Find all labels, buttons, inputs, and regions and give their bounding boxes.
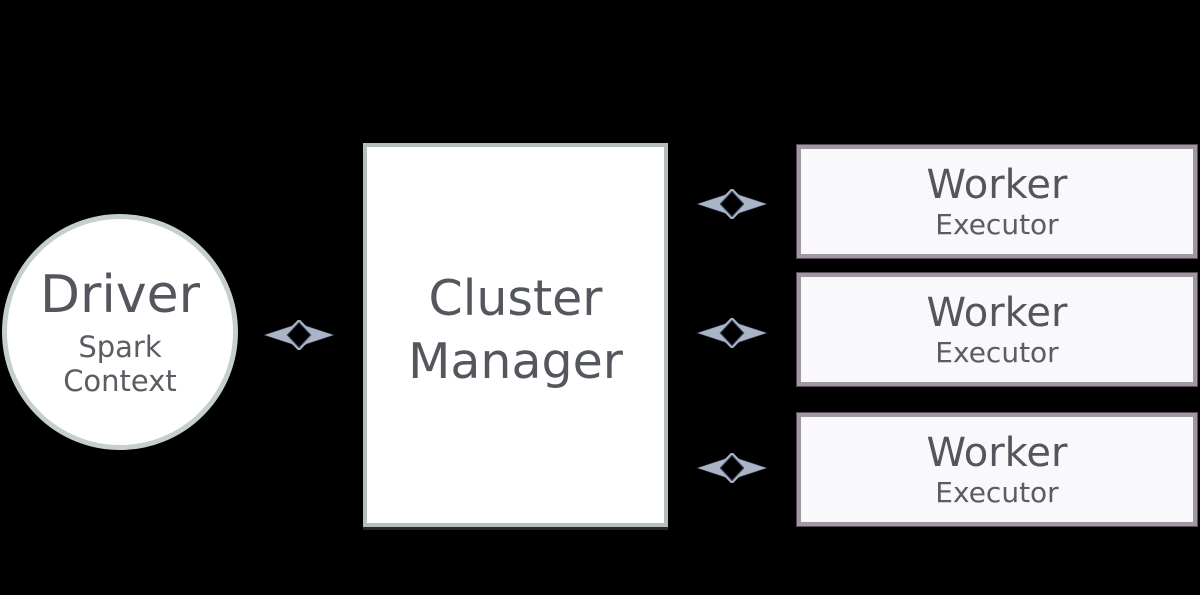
executor-label: Executor [935,207,1059,241]
worker-node-1: Worker Executor [797,145,1197,258]
bidirectional-arrow-icon [263,320,335,350]
worker-title: Worker [926,289,1068,336]
driver-title: Driver [39,265,200,325]
worker-node-2: Worker Executor [797,273,1197,386]
driver-node: Driver Spark Context [2,214,238,450]
worker-title: Worker [926,161,1068,208]
executor-label: Executor [935,335,1059,369]
worker-node-3: Worker Executor [797,413,1197,526]
bidirectional-arrow-icon [696,189,768,219]
cluster-manager-title-line1: Cluster [428,270,603,327]
driver-subtitle-line1: Spark [78,330,162,364]
cluster-manager-title: Cluster Manager [408,267,623,393]
bidirectional-arrow-icon [696,318,768,348]
worker-title: Worker [926,429,1068,476]
driver-subtitle-line2: Context [63,364,177,398]
cluster-manager-title-line2: Manager [408,333,623,390]
cluster-manager-node: Cluster Manager [363,143,668,527]
executor-label: Executor [935,475,1059,509]
bidirectional-arrow-icon [696,453,768,483]
driver-subtitle: Spark Context [63,330,177,398]
